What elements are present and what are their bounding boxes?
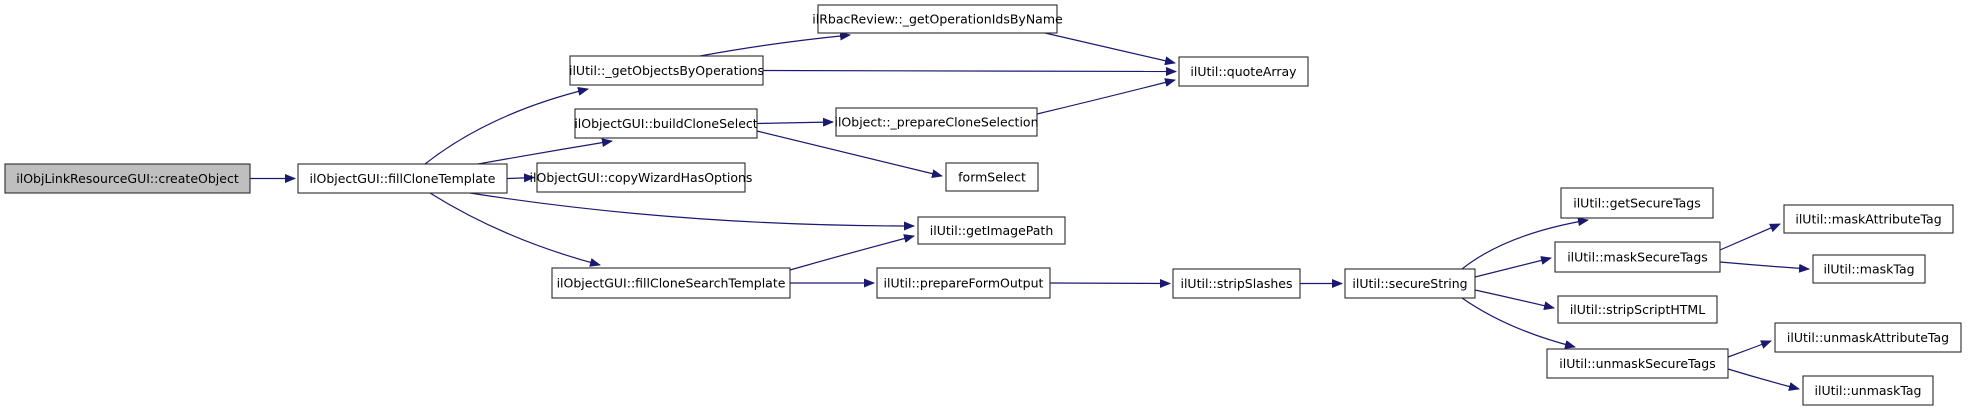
edge-fillCloneTemplate-buildCloneSelect: [477, 138, 613, 165]
node-getObjectsByOperations[interactable]: ilUtil::_getObjectsByOperations: [569, 55, 764, 86]
edge-fillCloneSearchTemplate-getImagePath: [789, 234, 915, 271]
node-maskTag[interactable]: ilUtil::maskTag: [1812, 254, 1926, 284]
node-getSecureTags[interactable]: ilUtil::getSecureTags: [1560, 187, 1714, 219]
node-fillCloneTemplate[interactable]: ilObjectGUI::fillCloneTemplate: [297, 163, 508, 194]
edge-getObjectsByOperations-getOperationIdsByName: [699, 31, 851, 57]
edge-buildCloneSelect-formSelect: [756, 130, 943, 179]
node-label: ilUtil::maskAttributeTag: [1795, 212, 1941, 227]
edge-fillCloneTemplate-copyWizardHasOptions: [506, 173, 535, 183]
node-prepareFormOutput[interactable]: ilUtil::prepareFormOutput: [876, 267, 1051, 299]
edge-secureString-getSecureTags: [1461, 217, 1589, 270]
edge-unmaskSecureTags-unmaskAttributeTag: [1727, 340, 1772, 358]
node-stripScriptHTML[interactable]: ilUtil::stripScriptHTML: [1557, 295, 1718, 324]
node-label: formSelect: [958, 170, 1026, 185]
node-label: ilRbacReview::_getOperationIdsByName: [812, 12, 1063, 27]
node-box[interactable]: [1546, 348, 1729, 379]
node-label: ilObjectGUI::fillCloneSearchTemplate: [557, 276, 786, 291]
edge-fillCloneTemplate-fillCloneSearchTemplate: [429, 192, 601, 267]
node-box[interactable]: [574, 108, 758, 139]
node-label: ilObject::_prepareCloneSelection: [834, 115, 1038, 130]
node-box[interactable]: [1344, 268, 1476, 299]
node-box[interactable]: [1554, 241, 1721, 273]
node-maskSecureTags[interactable]: ilUtil::maskSecureTags: [1554, 241, 1721, 273]
node-box[interactable]: [835, 107, 1038, 137]
node-box[interactable]: [1172, 268, 1301, 299]
node-label: ilObjectGUI::copyWizardHasOptions: [530, 170, 753, 185]
node-quoteArray[interactable]: ilUtil::quoteArray: [1178, 56, 1309, 87]
node-buildCloneSelect[interactable]: ilObjectGUI::buildCloneSelect: [574, 108, 758, 139]
node-box[interactable]: [297, 163, 508, 194]
node-box[interactable]: [917, 216, 1066, 245]
node-maskAttributeTag[interactable]: ilUtil::maskAttributeTag: [1783, 204, 1954, 234]
node-unmaskTag[interactable]: ilUtil::unmaskTag: [1802, 375, 1934, 406]
node-label: ilUtil::_getObjectsByOperations: [569, 63, 764, 78]
edge-maskSecureTags-maskAttributeTag: [1719, 223, 1781, 251]
node-label: ilUtil::getImagePath: [930, 223, 1054, 238]
node-secureString[interactable]: ilUtil::secureString: [1344, 268, 1476, 299]
node-box[interactable]: [1812, 254, 1926, 284]
edge-secureString-maskSecureTags: [1474, 256, 1552, 278]
edge-fillCloneTemplate-getObjectsByOperations: [424, 87, 589, 165]
edge-prepareCloneSelection-quoteArray: [1036, 78, 1176, 115]
node-fillCloneSearchTemplate[interactable]: ilObjectGUI::fillCloneSearchTemplate: [551, 267, 791, 299]
node-label: ilUtil::maskTag: [1823, 262, 1914, 277]
node-box[interactable]: [1560, 187, 1714, 219]
node-box[interactable]: [536, 162, 746, 193]
node-unmaskAttributeTag[interactable]: ilUtil::unmaskAttributeTag: [1774, 322, 1962, 353]
node-label: ilUtil::secureString: [1352, 276, 1467, 291]
node-box[interactable]: [569, 55, 764, 86]
node-label: ilUtil::quoteArray: [1190, 64, 1297, 79]
node-box[interactable]: [1802, 375, 1934, 406]
node-box[interactable]: [1178, 56, 1309, 87]
edge-fillCloneTemplate-getImagePath: [469, 192, 915, 231]
node-createObject: ilObjLinkResourceGUI::createObject: [4, 163, 251, 194]
edge-buildCloneSelect-prepareCloneSelection: [756, 117, 834, 127]
edge-getOperationIdsByName-quoteArray: [1044, 32, 1176, 66]
node-label: ilObjLinkResourceGUI::createObject: [16, 171, 239, 186]
node-label: ilUtil::unmaskTag: [1815, 383, 1922, 398]
node-box: [4, 163, 251, 194]
edge-unmaskSecureTags-unmaskTag: [1727, 368, 1800, 391]
node-label: ilObjectGUI::fillCloneTemplate: [310, 171, 496, 186]
edge-getObjectsByOperations-quoteArray: [762, 66, 1177, 76]
node-label: ilObjectGUI::buildCloneSelect: [574, 116, 757, 131]
node-getImagePath[interactable]: ilUtil::getImagePath: [917, 216, 1066, 245]
node-label: ilUtil::unmaskSecureTags: [1559, 356, 1715, 371]
node-label: ilUtil::prepareFormOutput: [884, 276, 1044, 291]
node-box[interactable]: [876, 267, 1051, 299]
node-getOperationIdsByName[interactable]: ilRbacReview::_getOperationIdsByName: [812, 4, 1063, 34]
node-box[interactable]: [1774, 322, 1962, 353]
node-box[interactable]: [1783, 204, 1954, 234]
node-prepareCloneSelection[interactable]: ilObject::_prepareCloneSelection: [834, 107, 1039, 137]
edge-prepareFormOutput-stripSlashes: [1049, 278, 1171, 288]
node-box[interactable]: [551, 267, 791, 299]
edge-secureString-stripScriptHTML: [1474, 289, 1555, 311]
node-label: ilUtil::stripScriptHTML: [1570, 302, 1705, 317]
node-label: ilUtil::getSecureTags: [1573, 196, 1701, 211]
edge-maskSecureTags-maskTag: [1719, 261, 1810, 273]
node-unmaskSecureTags[interactable]: ilUtil::unmaskSecureTags: [1546, 348, 1729, 379]
node-label: ilUtil::maskSecureTags: [1567, 250, 1708, 265]
node-box[interactable]: [817, 4, 1058, 34]
edge-secureString-unmaskSecureTags: [1461, 297, 1576, 349]
node-formSelect[interactable]: formSelect: [945, 162, 1039, 192]
node-box[interactable]: [1557, 295, 1718, 324]
node-box[interactable]: [945, 162, 1039, 192]
node-copyWizardHasOptions[interactable]: ilObjectGUI::copyWizardHasOptions: [530, 162, 753, 193]
node-label: ilUtil::stripSlashes: [1180, 276, 1292, 291]
node-stripSlashes[interactable]: ilUtil::stripSlashes: [1172, 268, 1301, 299]
edges-layer: [250, 31, 1810, 391]
node-label: ilUtil::unmaskAttributeTag: [1787, 330, 1949, 345]
